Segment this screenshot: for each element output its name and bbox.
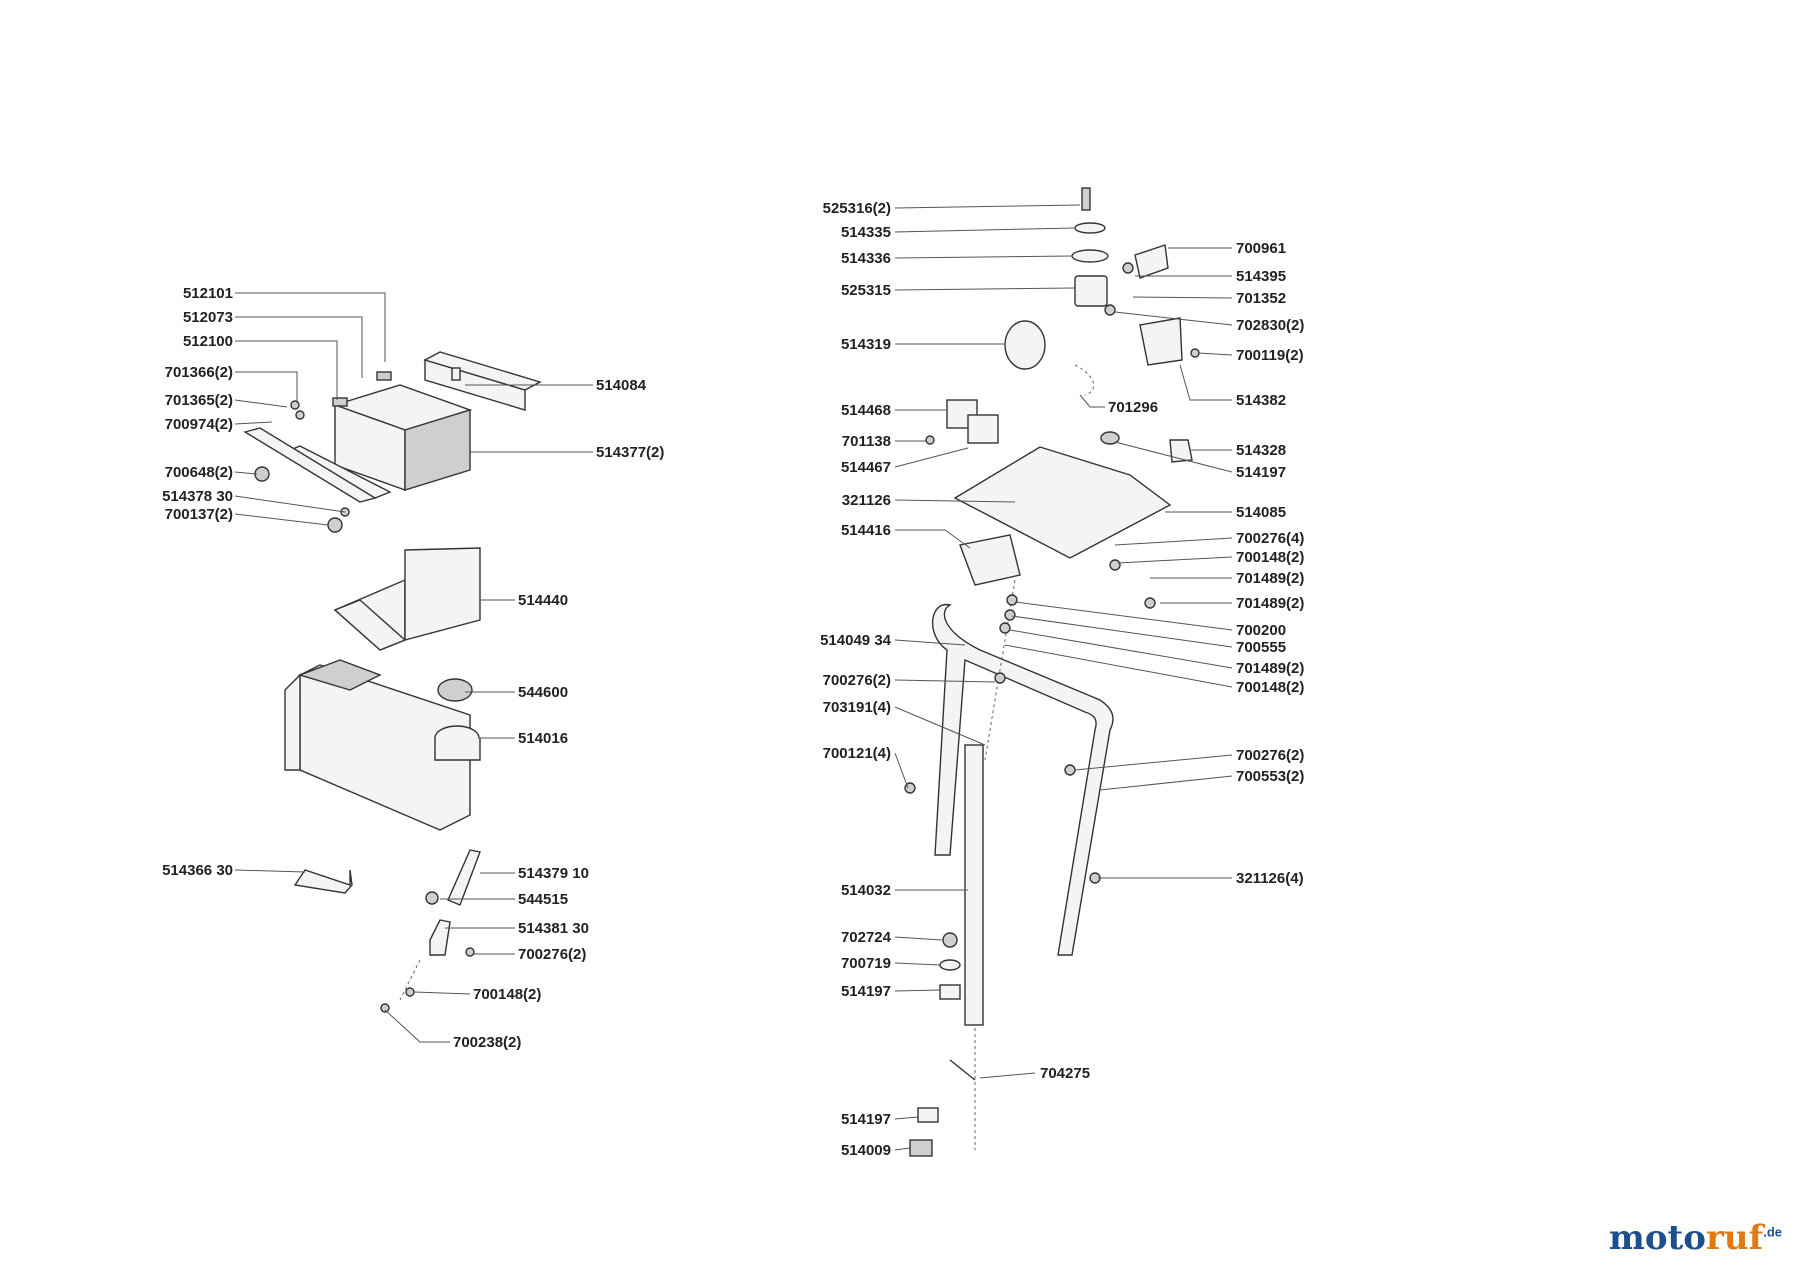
- part-label: 700555: [1236, 639, 1286, 656]
- part-label: 700961: [1236, 240, 1286, 257]
- part-label: 321126: [842, 492, 891, 509]
- right-part-labels: 525316(2) 514335 514336 525315 514319 51…: [820, 200, 1304, 1159]
- part-label: 514416: [841, 522, 891, 539]
- tank-shield: [333, 547, 481, 651]
- part-label: 701296: [1108, 399, 1158, 416]
- part-label: 544515: [518, 891, 568, 908]
- part-label: 701489(2): [1236, 570, 1304, 587]
- part-label: 700648(2): [165, 464, 233, 481]
- part-label: 703191(4): [823, 699, 891, 716]
- part-label: 525316(2): [823, 200, 891, 217]
- part-label: 700121(4): [823, 745, 891, 762]
- tank-fittings: [293, 849, 481, 1013]
- part-label: 700719: [841, 955, 891, 972]
- part-label: 514378 30: [162, 488, 233, 505]
- part-label: 704275: [1040, 1065, 1090, 1082]
- part-label: 700276(2): [823, 672, 891, 689]
- part-label: 700974(2): [165, 416, 233, 433]
- part-label: 525315: [841, 282, 891, 299]
- part-label: 700119(2): [1236, 347, 1304, 364]
- part-label: 702724: [841, 929, 892, 946]
- part-label: 514467: [841, 459, 891, 476]
- part-label: 700148(2): [1236, 549, 1304, 566]
- part-label: 701365(2): [165, 392, 233, 409]
- part-label: 512073: [183, 309, 233, 326]
- part-label: 514395: [1236, 268, 1286, 285]
- fuel-tank: [284, 659, 481, 831]
- part-label: 514085: [1236, 504, 1286, 521]
- part-label: 514197: [841, 1111, 891, 1128]
- part-label: 514049 34: [820, 632, 892, 649]
- part-label: 514328: [1236, 442, 1286, 459]
- part-label: 514377(2): [596, 444, 664, 461]
- part-label: 321126(4): [1236, 870, 1304, 887]
- part-label: 514016: [518, 730, 568, 747]
- part-label: 700148(2): [1236, 679, 1304, 696]
- part-label: 544600: [518, 684, 568, 701]
- part-label: 514197: [841, 983, 891, 1000]
- part-label: 512101: [183, 285, 233, 302]
- part-label: 700276(2): [518, 946, 586, 963]
- part-label: 514197: [1236, 464, 1286, 481]
- dash-components: [925, 244, 1200, 586]
- part-label: 700137(2): [165, 506, 233, 523]
- logo-accent: ruf: [1705, 1218, 1764, 1258]
- part-label: 514379 10: [518, 865, 589, 882]
- part-label: 514440: [518, 592, 568, 609]
- part-label: 514366 30: [162, 862, 233, 879]
- part-label: 702830(2): [1236, 317, 1304, 334]
- part-label: 514381 30: [518, 920, 589, 937]
- part-label: 700238(2): [453, 1034, 521, 1051]
- part-label: 514336: [841, 250, 891, 267]
- part-label: 701366(2): [165, 364, 233, 381]
- part-label: 701489(2): [1236, 660, 1304, 677]
- ignition-switch-stack: [1071, 187, 1109, 307]
- part-label: 700200: [1236, 622, 1286, 639]
- part-label: 514009: [841, 1142, 891, 1159]
- part-label: 514319: [841, 336, 891, 353]
- part-label: 514084: [596, 377, 647, 394]
- part-label: 701489(2): [1236, 595, 1304, 612]
- logo-main: moto: [1608, 1218, 1706, 1258]
- part-label: 514032: [841, 882, 891, 899]
- logo-suffix: .de: [1763, 1224, 1782, 1240]
- left-part-labels: 512101 512073 512100 701366(2) 701365(2)…: [162, 285, 664, 1051]
- part-label: 514468: [841, 402, 891, 419]
- leader-lines: [234, 204, 1233, 1151]
- part-label: 701352: [1236, 290, 1286, 307]
- part-label: 514335: [841, 224, 891, 241]
- part-label: 701138: [842, 433, 891, 450]
- motoruf-logo: motoruf.de: [1609, 1218, 1782, 1258]
- battery-box-assembly: [243, 351, 542, 533]
- part-label: 700276(2): [1236, 747, 1304, 764]
- part-label: 700553(2): [1236, 768, 1304, 785]
- part-label: 700276(4): [1236, 530, 1304, 547]
- handle-frame: [904, 559, 1156, 1157]
- part-label: 514382: [1236, 392, 1286, 409]
- part-label: 700148(2): [473, 986, 541, 1003]
- part-label: 512100: [183, 333, 233, 350]
